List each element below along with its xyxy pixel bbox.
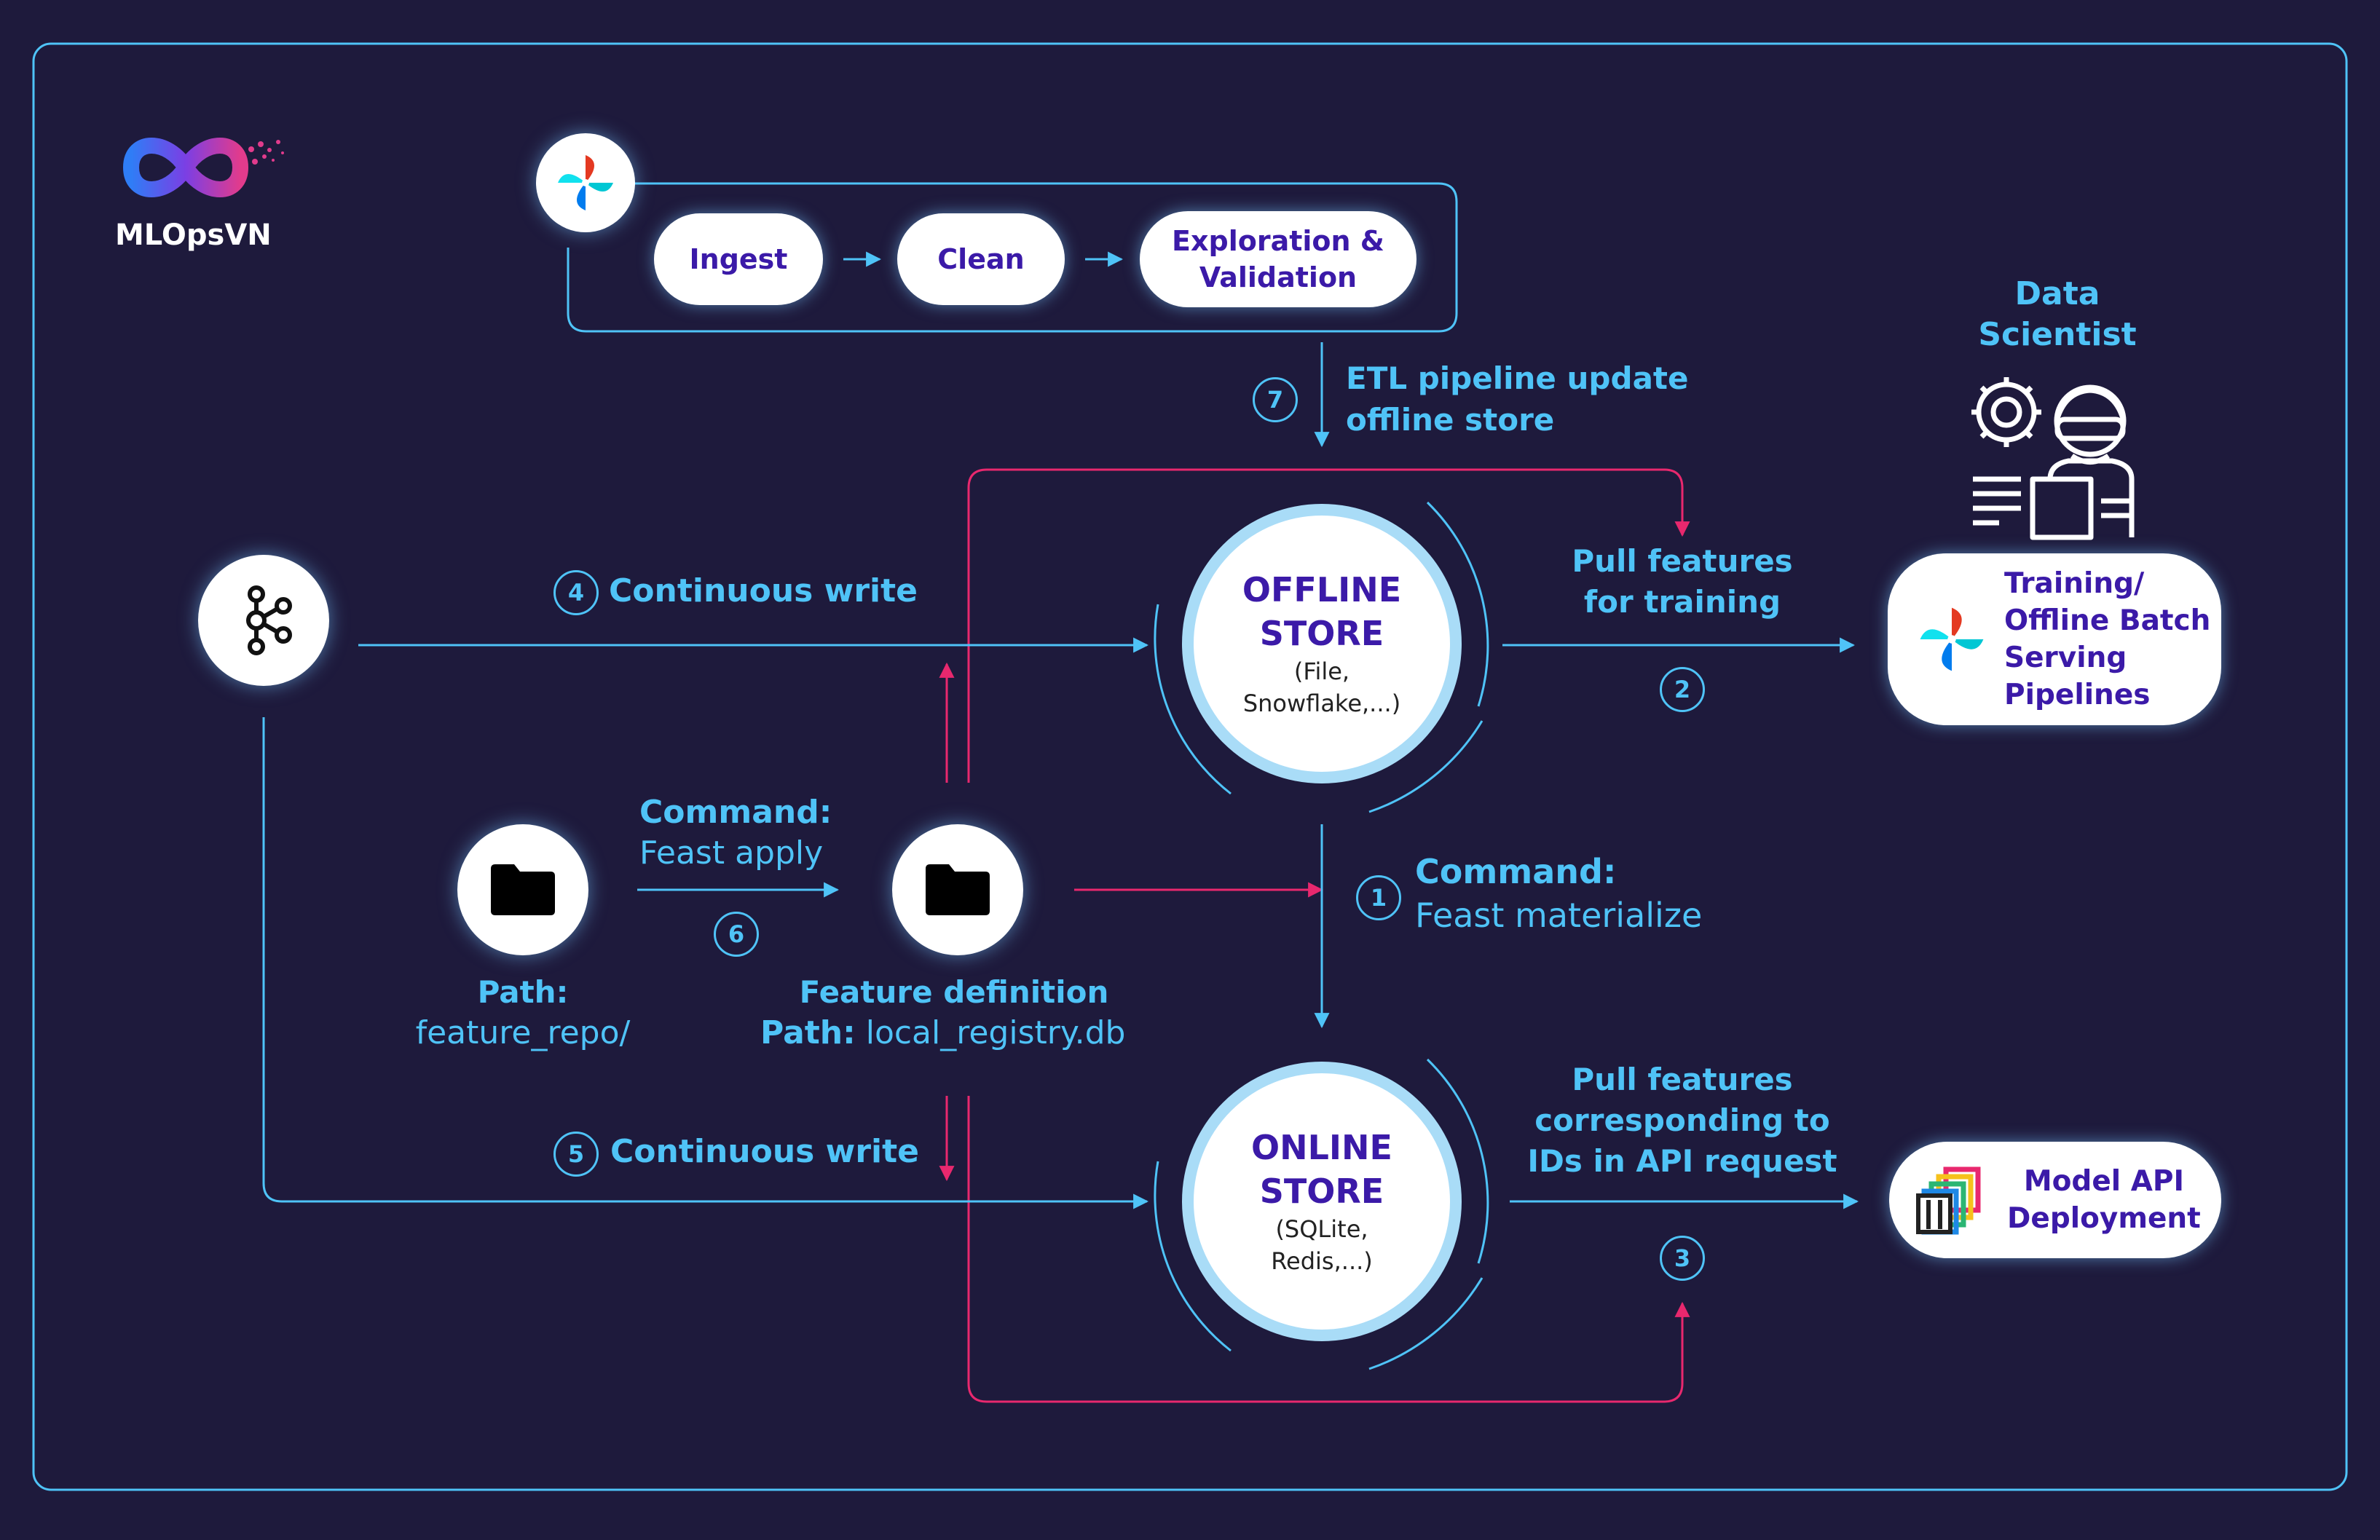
mlopsvn-logo	[117, 124, 291, 218]
continuous-write-online-label: Continuous write	[610, 1133, 919, 1170]
training-label-line2: Offline Batch	[2004, 604, 2211, 637]
registry-path-label: Path:	[760, 1014, 856, 1051]
repo-path-value: feature_repo/	[415, 1014, 631, 1051]
feast-icon	[1916, 1166, 1981, 1235]
training-label-line4: Pipelines	[2004, 679, 2151, 711]
materialize-command-value: Feast materialize	[1415, 896, 1703, 935]
registry-node[interactable]	[892, 824, 1023, 955]
data-scientist-label-line1: Data	[2014, 275, 2100, 312]
folder-icon	[926, 864, 990, 915]
online-store[interactable]: ONLINE STORE (SQLite, Redis,...)	[1182, 1062, 1462, 1341]
offline-store-sub-line1: (File,	[1293, 658, 1350, 685]
registry-to-online-magenta	[967, 1096, 1690, 1403]
airflow-icon	[558, 155, 613, 210]
step-number-5: 5	[553, 1132, 599, 1177]
ingest-step[interactable]: Ingest	[654, 213, 823, 305]
kafka-node[interactable]	[198, 555, 329, 686]
training-label-line3: Serving	[2004, 641, 2127, 674]
continuous-write-offline-label: Continuous write	[609, 572, 918, 609]
airflow-etl-node[interactable]	[536, 133, 635, 232]
online-store-sub-line2: Redis,...)	[1271, 1247, 1373, 1275]
data-scientist-label-line2: Scientist	[1978, 316, 2137, 353]
exploration-label-line2: Validation	[1199, 261, 1358, 293]
pull-training-label-line1: Pull features	[1572, 543, 1793, 579]
etl-update-label-line1: ETL pipeline update	[1346, 360, 1689, 396]
etl-update-label-line2: offline store	[1346, 402, 1555, 438]
step-number-6: 6	[714, 912, 759, 957]
pull-online-label-line1: Pull features	[1572, 1062, 1793, 1097]
online-store-sub-line1: (SQLite,	[1275, 1215, 1368, 1243]
offline-store-title-line1: OFFLINE	[1242, 570, 1402, 609]
offline-store-title-line2: STORE	[1259, 614, 1384, 653]
registry-to-offline-magenta	[967, 468, 1690, 783]
kafka-icon	[246, 585, 292, 655]
apply-command-value: Feast apply	[639, 834, 824, 872]
registry-title: Feature definition	[799, 974, 1109, 1010]
pull-training-label-line2: for training	[1583, 584, 1781, 620]
registry-path: Path: local_registry.db	[760, 1014, 1125, 1051]
folder-icon	[491, 864, 555, 915]
online-store-title-line1: ONLINE	[1251, 1128, 1392, 1167]
pull-online-label-line2: corresponding to	[1534, 1102, 1830, 1138]
training-label-line1: Training/	[2004, 567, 2145, 600]
registry-path-value: local_registry.db	[865, 1014, 1126, 1051]
clean-label: Clean	[937, 243, 1025, 275]
offline-store[interactable]: OFFLINE STORE (File, Snowflake,...)	[1182, 504, 1462, 783]
etl-bracket	[567, 182, 1458, 333]
step-number-3: 3	[1660, 1236, 1705, 1281]
offline-store-sub-line2: Snowflake,...)	[1242, 690, 1401, 717]
exploration-label-line1: Exploration &	[1172, 225, 1384, 257]
data-scientist-icon	[1970, 370, 2145, 545]
exploration-validation-step[interactable]: Exploration & Validation	[1140, 211, 1416, 307]
clean-step[interactable]: Clean	[897, 213, 1065, 305]
repo-path-label: Path:	[477, 974, 569, 1010]
materialize-command-label: Command:	[1415, 852, 1617, 891]
apply-command-label: Command:	[639, 794, 832, 831]
outer-frame	[32, 42, 2348, 1491]
pull-online-label-line3: IDs in API request	[1527, 1143, 1837, 1179]
feature-repo-node[interactable]	[457, 824, 588, 955]
step-number-7: 7	[1253, 377, 1298, 422]
model-api-label-line2: Deployment	[2007, 1202, 2201, 1235]
step-number-4: 4	[553, 570, 599, 615]
model-api-node[interactable]: Model API Deployment	[1889, 1142, 2221, 1258]
airflow-icon	[1920, 607, 1984, 671]
ingest-label: Ingest	[689, 243, 788, 275]
training-pipelines-node[interactable]: Training/ Offline Batch Serving Pipeline…	[1888, 553, 2221, 725]
model-api-label-line1: Model API	[2023, 1165, 2185, 1198]
online-store-title-line2: STORE	[1259, 1172, 1384, 1211]
step-number-1: 1	[1356, 875, 1401, 920]
step-number-2: 2	[1660, 667, 1705, 712]
brand-name: MLOpsVN	[115, 218, 272, 252]
